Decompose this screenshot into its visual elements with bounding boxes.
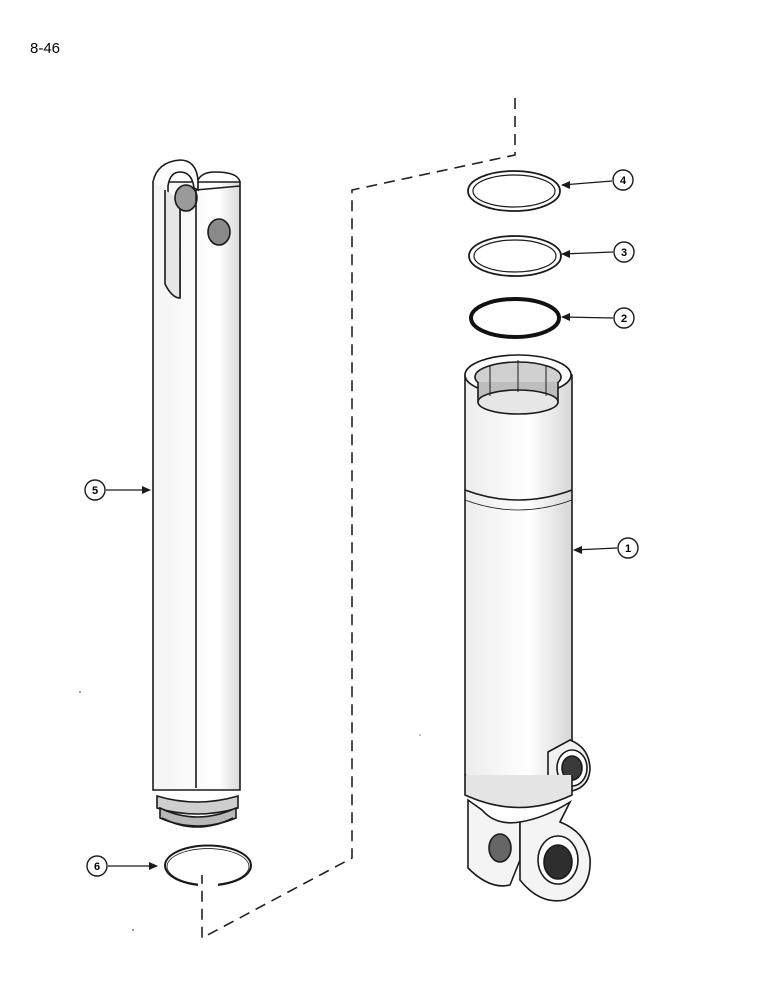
speck — [132, 929, 134, 931]
callout-3: 3 — [561, 241, 635, 263]
callout-6: 6 — [86, 855, 158, 877]
o-ring-2 — [469, 297, 561, 339]
piston-rod — [152, 159, 241, 828]
cylinder-barrel — [464, 354, 591, 902]
callout-label-4: 4 — [620, 175, 627, 187]
callout-4: 4 — [561, 169, 634, 191]
callout-label-3: 3 — [621, 247, 627, 259]
callout-label-5: 5 — [92, 485, 98, 497]
speck — [79, 691, 81, 693]
callout-5: 5 — [84, 479, 151, 501]
page-number: 8-46 — [30, 40, 61, 57]
seal-ring-3 — [468, 235, 562, 277]
seal-ring-4 — [467, 170, 561, 212]
callout-label-6: 6 — [94, 861, 100, 873]
speck — [419, 734, 421, 736]
snap-ring — [164, 844, 252, 886]
callout-1: 1 — [573, 537, 639, 559]
assembly-guide-line — [201, 98, 516, 940]
callout-label-1: 1 — [625, 543, 631, 555]
callout-2: 2 — [561, 307, 635, 329]
callout-label-2: 2 — [621, 313, 627, 325]
